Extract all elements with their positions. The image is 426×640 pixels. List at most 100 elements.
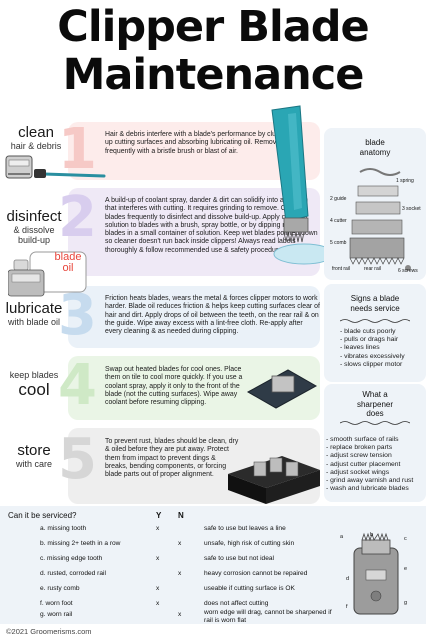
- step-1-label-main: clean: [18, 124, 54, 141]
- table-row: f. worn foot x does not affect cutting: [0, 597, 426, 611]
- step-2-label-sub: & dissolve build-up: [13, 225, 55, 245]
- row-item: g. worn rail: [40, 611, 73, 618]
- oil-bottle-illustration: [8, 251, 87, 297]
- step-3-band: [68, 286, 320, 348]
- clipper-in-dish-illustration: [271, 105, 334, 265]
- step-1-label: clean hair & debris: [6, 124, 66, 151]
- table-header-yes: Y: [156, 511, 162, 520]
- step-5-number: 5: [58, 427, 97, 492]
- step-1-text: Hair & debris interfere with a blade's p…: [105, 131, 296, 155]
- sharpener-title: What a sharpener does: [324, 390, 426, 419]
- diagram-letter-e: e: [404, 566, 408, 572]
- step-4-number: 4: [58, 353, 97, 418]
- row-result: heavy corrosion cannot be repaired: [204, 570, 308, 577]
- row-item: c. missing edge tooth: [40, 555, 103, 562]
- step-2-band: [68, 188, 320, 276]
- step-3-number: 3: [58, 283, 97, 348]
- step-3-text: Friction heats blades, wears the metal &…: [105, 295, 320, 336]
- step-4-label-pre: keep blades: [9, 370, 59, 380]
- service-signs-title: Signs a blade needs service: [324, 294, 426, 313]
- step-3-label-sub: with blade oil: [7, 317, 61, 327]
- diagram-letter-b: b: [370, 532, 374, 538]
- list-item: - adjust screw tension: [326, 452, 392, 460]
- blade-anatomy-title: blade anatomy: [324, 138, 426, 157]
- row-yes-mark: x: [156, 600, 160, 607]
- step-5-label-sub: with care: [15, 459, 52, 469]
- row-result: safe to use but not ideal: [204, 555, 275, 562]
- list-item: - blade cuts poorly: [340, 328, 396, 335]
- step-1-number: 1: [58, 117, 97, 182]
- blade-storage-box-illustration: [228, 456, 320, 504]
- step-1-label-sub: hair & debris: [10, 141, 62, 151]
- list-item: - adjust cutter placement: [326, 460, 401, 468]
- list-item: - wash and lubricate blades: [326, 485, 409, 493]
- table-row: b. missing 2+ teeth in a row x unsafe, h…: [0, 537, 426, 551]
- step-5-label: store with care: [6, 442, 62, 469]
- blade-exploded-diagram: [349, 168, 411, 271]
- table-row: d. rusted, corroded rail x heavy corrosi…: [0, 567, 426, 581]
- service-signs-title-line-2: needs service: [350, 303, 400, 313]
- sharpener-card: [324, 384, 426, 502]
- row-result: unsafe, high risk of cutting skin: [204, 540, 295, 547]
- step-4-text: Swap out heated blades for cool ones. Pl…: [105, 366, 243, 407]
- table-row: a. missing tooth x safe to use but leave…: [0, 522, 426, 536]
- row-no-mark: x: [178, 540, 182, 547]
- diagram-letter-c: c: [404, 536, 407, 542]
- row-item: e. rusty comb: [40, 585, 80, 592]
- row-result: does not affect cutting: [204, 600, 269, 607]
- sharpener-list: - smooth surface of rails - replace brok…: [326, 436, 413, 493]
- row-result: worn edge will drag, cannot be sharpened…: [204, 609, 332, 624]
- diagram-letter-a: a: [340, 534, 344, 540]
- sharpener-title-line-1: What a: [362, 390, 388, 399]
- step-2-text: A build-up of coolant spray, dander & di…: [105, 197, 318, 254]
- step-4-label: keep blades cool: [4, 370, 64, 400]
- list-item: - vibrates excessively: [340, 352, 405, 360]
- step-2-label-main: disinfect: [6, 208, 62, 225]
- anatomy-part-5: 5 comb: [330, 240, 347, 246]
- squiggle-divider-2: [340, 421, 410, 425]
- list-item: - smooth surface of rails: [326, 436, 399, 443]
- diagram-letter-f: f: [346, 604, 348, 610]
- row-item: d. rusted, corroded rail: [40, 570, 106, 577]
- row-item: f. worn foot: [40, 600, 73, 607]
- step-2-label: disinfect & dissolve build-up: [2, 208, 66, 245]
- oil-bottle-label-line-2: oil: [62, 262, 74, 274]
- list-item: - adjust socket wings: [326, 468, 390, 476]
- sharpener-title-line-2: sharpener: [356, 399, 394, 409]
- page-title-line-2: Maintenance: [62, 50, 365, 100]
- row-yes-mark: x: [156, 585, 160, 592]
- oil-bottle-label-line-1: blade: [54, 251, 82, 263]
- step-3-label: lubricate with blade oil: [2, 300, 66, 327]
- footer-credit: ©2021 Groomerisms.com: [6, 627, 92, 636]
- list-item: - grind away varnish and rust: [326, 477, 414, 485]
- list-item: - replace broken parts: [326, 444, 393, 452]
- row-yes-mark: x: [156, 555, 160, 562]
- row-yes-mark: x: [156, 525, 160, 532]
- row-no-mark: x: [178, 611, 182, 618]
- diagram-letter-d: d: [346, 576, 350, 582]
- step-2-number: 2: [58, 185, 97, 250]
- row-item: b. missing 2+ teeth in a row: [40, 540, 121, 547]
- page-title-line-1: Clipper Blade: [57, 2, 369, 52]
- blade-on-tile-illustration: [246, 369, 318, 409]
- damaged-blade-diagram: [353, 532, 399, 615]
- anatomy-part-rear-rail: rear rail: [364, 266, 381, 272]
- service-signs-list: - blade cuts poorly - pulls or drags hai…: [340, 328, 405, 369]
- service-signs-card: [324, 284, 426, 382]
- anatomy-part-2: 2 guide: [330, 196, 347, 202]
- table-row: c. missing edge tooth x safe to use but …: [0, 552, 426, 566]
- anatomy-part-4: 4 cutter: [330, 218, 347, 224]
- row-result: useable if cutting surface is OK: [204, 585, 295, 592]
- table-question: Can it be serviced?: [8, 511, 77, 520]
- list-item: - leaves lines: [340, 344, 380, 352]
- row-item: a. missing tooth: [40, 525, 87, 532]
- oil-bottle-label: blade oil: [40, 252, 96, 274]
- list-item: - slows clipper motor: [340, 360, 403, 368]
- anatomy-part-6: 6 screws: [398, 268, 418, 274]
- row-result: safe to use but leaves a line: [204, 525, 286, 532]
- step-4-label-main: cool: [18, 380, 50, 399]
- squiggle-divider-1: [340, 319, 410, 323]
- blade-anatomy-title-line-1: blade: [365, 138, 385, 147]
- step-3-label-main: lubricate: [5, 300, 63, 317]
- service-signs-title-line-1: Signs a blade: [350, 294, 400, 303]
